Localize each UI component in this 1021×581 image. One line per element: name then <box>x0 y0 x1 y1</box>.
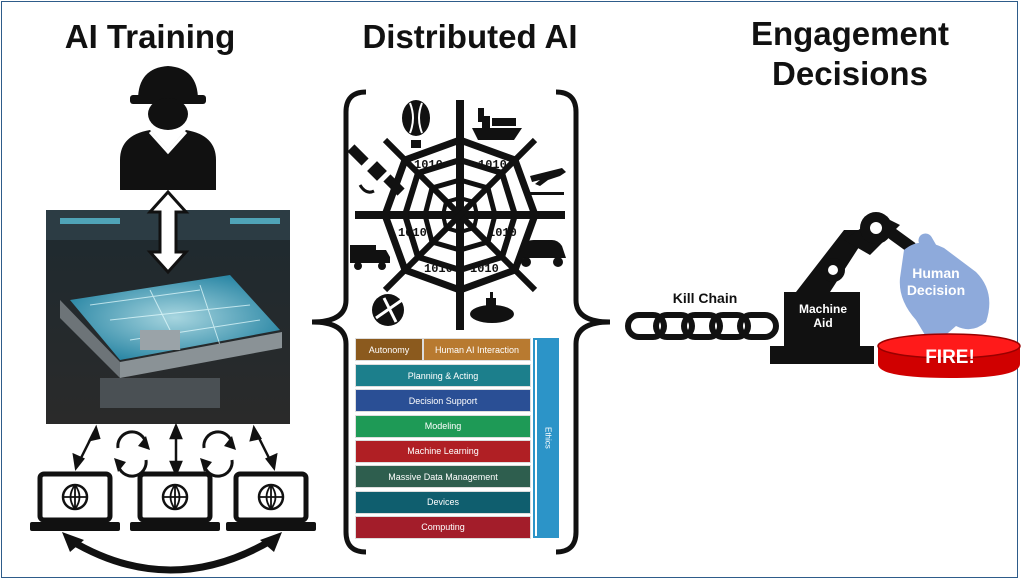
stack-layer: Modeling <box>355 414 531 438</box>
machine-aid-label: Machine Aid <box>788 302 858 330</box>
soldier-icon <box>120 66 216 190</box>
stack-layer: Devices <box>355 490 531 514</box>
stack-layer: Decision Support <box>355 389 531 413</box>
spider-web-network <box>355 100 565 330</box>
binary-label: 1010 <box>470 262 499 276</box>
laptop-icon <box>130 471 220 531</box>
distributed-ai-title: Distributed AI <box>362 18 578 55</box>
binary-label: 1010 <box>424 262 453 276</box>
satellite-icon <box>347 144 405 196</box>
engagement-line2: Decisions <box>772 55 928 92</box>
laptop-icon <box>226 471 316 531</box>
kill-chain-label: Kill Chain <box>672 290 738 306</box>
ethics-layer: Ethics <box>537 338 559 538</box>
binary-label: 1010 <box>488 226 517 240</box>
machine-aid-line2: Aid <box>813 316 833 330</box>
binary-data-labels: 1010 1010 1010 1010 1010 1010 <box>398 158 517 276</box>
ai-capability-stack: Autonomy Human AI Interaction Planning &… <box>353 336 565 541</box>
binary-label: 1010 <box>414 158 443 172</box>
laptop-icon <box>30 471 120 531</box>
human-decision-line2: Decision <box>906 282 966 298</box>
ai-training-title: AI Training <box>64 18 236 55</box>
binary-label: 1010 <box>398 226 427 240</box>
engagement-line1: Engagement <box>750 15 950 52</box>
curved-bidirectional-arrow <box>62 532 282 574</box>
sync-cycle-icon <box>200 430 236 478</box>
fire-button[interactable] <box>877 333 1021 378</box>
human-decision-label: Human Decision <box>896 265 976 299</box>
training-double-arrow-icon <box>146 189 190 275</box>
balloon-icon <box>402 100 430 148</box>
submarine-icon <box>470 292 514 323</box>
truck-icon <box>350 245 390 270</box>
stack-layer: Massive Data Management <box>355 465 531 489</box>
engagement-decisions-title: Engagement Decisions <box>730 14 970 94</box>
autonomy-layer: Autonomy <box>355 338 423 361</box>
fire-label: FIRE! <box>925 347 975 368</box>
machine-aid-line1: Machine <box>798 302 847 316</box>
hologram-table-image <box>46 210 290 424</box>
binary-label: 1010 <box>478 158 507 172</box>
car-icon <box>518 240 566 267</box>
robot-arm-icon <box>770 212 916 364</box>
stack-layer: Computing <box>355 515 531 539</box>
human-ai-interaction-layer: Human AI Interaction <box>423 338 531 361</box>
sync-cycle-icon <box>114 430 150 478</box>
human-hand-icon <box>899 233 990 340</box>
kill-chain-icon <box>625 312 779 340</box>
human-decision-line1: Human <box>912 265 960 281</box>
cargo-ship-icon <box>472 108 522 140</box>
airplane-icon <box>528 168 566 195</box>
distributed-ai-brace <box>311 89 611 555</box>
network-link-arrows <box>72 422 278 478</box>
stack-layer: Planning & Acting <box>355 364 531 387</box>
drone-plane-icon <box>372 294 404 326</box>
stack-layer: Machine Learning <box>355 439 531 463</box>
